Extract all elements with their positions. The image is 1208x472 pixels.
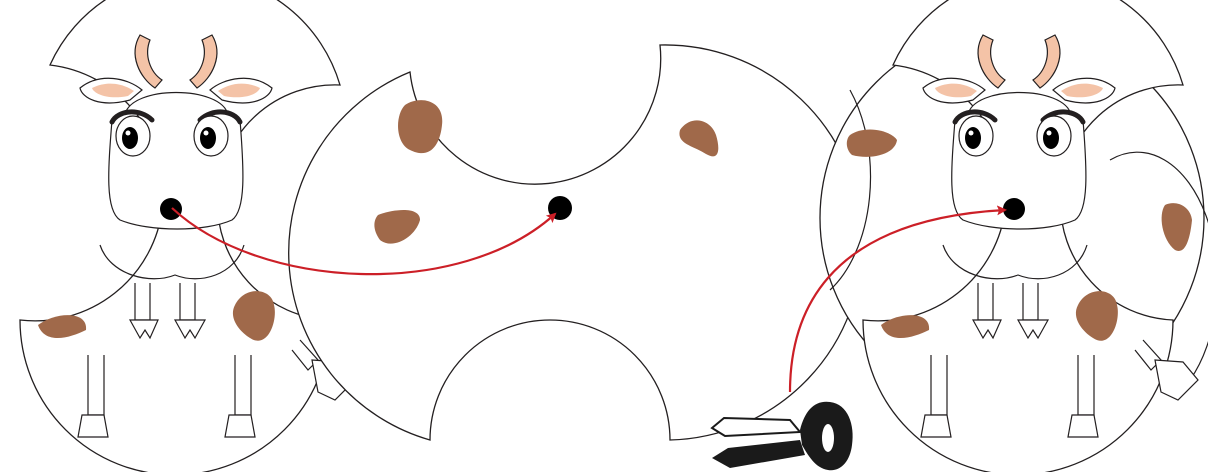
spot xyxy=(679,120,719,157)
assembled-cow xyxy=(819,0,1208,472)
spot xyxy=(398,100,443,154)
split-pin-fastener-icon xyxy=(710,401,853,471)
red-arrow-icon xyxy=(171,207,557,276)
spot xyxy=(374,210,420,244)
red-arrow-icon xyxy=(788,205,1007,393)
spotted-body-piece-icon xyxy=(288,44,864,441)
